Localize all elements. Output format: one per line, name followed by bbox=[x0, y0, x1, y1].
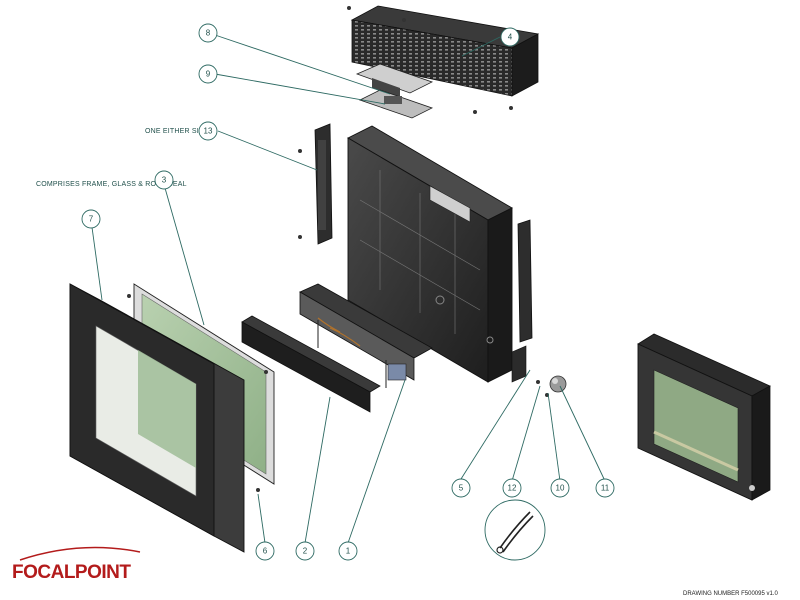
svg-text:FOCALPOINT: FOCALPOINT bbox=[12, 562, 131, 583]
firebox-housing bbox=[347, 125, 513, 383]
screws-top bbox=[347, 6, 513, 114]
svg-text:1: 1 bbox=[346, 547, 351, 556]
callout-10: 10 bbox=[550, 478, 570, 498]
upper-bracket bbox=[355, 63, 434, 98]
svg-text:8: 8 bbox=[206, 29, 211, 38]
svg-text:6: 6 bbox=[263, 547, 268, 556]
callout-7: 7 bbox=[81, 209, 101, 229]
fascia-strip bbox=[241, 315, 381, 413]
callout-5: 5 bbox=[451, 478, 471, 498]
svg-text:12: 12 bbox=[508, 484, 517, 493]
svg-text:9: 9 bbox=[206, 70, 211, 79]
svg-text:4: 4 bbox=[508, 33, 513, 42]
callout-1: 1 bbox=[338, 541, 358, 561]
callout-13: 13 bbox=[198, 121, 218, 141]
side-bracket-left bbox=[314, 123, 333, 245]
svg-text:2: 2 bbox=[303, 547, 308, 556]
svg-text:5: 5 bbox=[459, 484, 464, 493]
lower-bracket bbox=[358, 89, 434, 119]
callout-3: 3 bbox=[154, 170, 174, 190]
drawing-number: DRAWING NUMBER F500095 v1.0 bbox=[683, 591, 778, 597]
callout-9: 9 bbox=[198, 64, 218, 84]
side-bracket-right bbox=[517, 219, 533, 343]
svg-text:10: 10 bbox=[556, 484, 565, 493]
callout-12: 12 bbox=[502, 478, 522, 498]
callout-8: 8 bbox=[198, 23, 218, 43]
svg-text:3: 3 bbox=[162, 176, 167, 185]
note-comprises: COMPRISES FRAME, GLASS & ROPE SEAL bbox=[36, 181, 187, 188]
screw-6 bbox=[256, 488, 260, 492]
burner-assembly bbox=[299, 283, 433, 388]
callout-2: 2 bbox=[295, 541, 315, 561]
assembled-fire bbox=[637, 333, 771, 501]
note-one-either-side: ONE EITHER SIDE bbox=[145, 128, 209, 135]
svg-text:11: 11 bbox=[601, 484, 610, 493]
svg-text:13: 13 bbox=[204, 127, 213, 136]
focalpoint-logo: FOCALPOINT bbox=[12, 546, 141, 583]
screws-side bbox=[298, 149, 302, 239]
small-parts bbox=[511, 345, 567, 397]
svg-text:7: 7 bbox=[89, 215, 94, 224]
callout-11: 11 bbox=[595, 478, 615, 498]
callout-4: 4 bbox=[500, 27, 520, 47]
leader-lines bbox=[90, 34, 606, 544]
top-vent-grille bbox=[350, 5, 540, 97]
front-trim-frame bbox=[69, 283, 245, 553]
tool-detail bbox=[484, 499, 546, 561]
callout-6: 6 bbox=[255, 541, 275, 561]
